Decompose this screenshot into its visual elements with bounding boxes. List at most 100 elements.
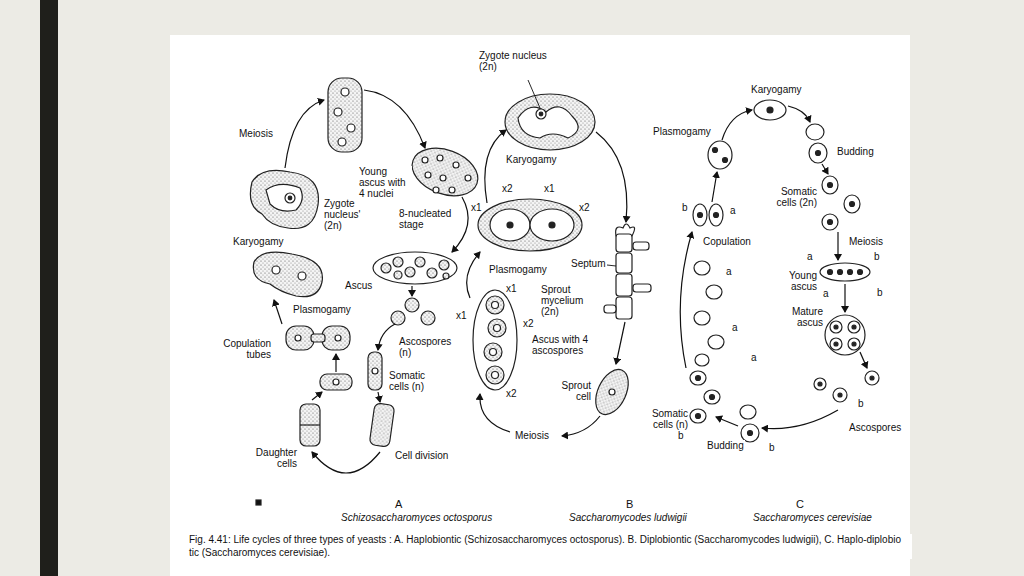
cycle-a-arrows-part [285, 100, 324, 168]
cycle-b-cells-part [490, 349, 497, 356]
cycle-c-cells-part [710, 395, 715, 400]
stage-label: Ascospores (n) [398, 336, 460, 358]
stage-label: b [857, 398, 865, 409]
stage-label: Septum [570, 258, 606, 269]
cycle-c-cells-part [690, 371, 706, 385]
stage-label: Karyogamy [505, 154, 558, 165]
cycle-b-cells [473, 94, 651, 420]
cycle-c-cells-part [714, 213, 719, 218]
cycle-a-arrows-part [312, 452, 380, 473]
cycle-a-cells-part [311, 334, 325, 342]
stage-label: Sprout mycelium (2n) [540, 284, 592, 318]
cycle-a-cells-part [405, 267, 415, 277]
cycle-b-cells-part [616, 234, 632, 252]
cycle-a-cells-part [372, 368, 378, 374]
cycle-c-arrows-part [716, 417, 738, 426]
stage-label: Daughter cells [236, 447, 298, 469]
stage-label: Somatic cells (n) [388, 370, 448, 392]
cycle-a-cells-part [427, 268, 437, 278]
cycle-c-cells-part [852, 342, 856, 346]
cycle-c-cells-part [816, 151, 821, 156]
cycle-a-cells-part [272, 266, 280, 274]
cycle-a-cells-part [440, 175, 446, 181]
stage-label: Young ascus with 4 nuclei [358, 166, 412, 200]
stage-label: Copulation [702, 236, 752, 247]
cycle-c-cells-part [848, 270, 853, 275]
cycle-c-cells-part [822, 214, 838, 230]
stage-label: Plasmogamy [652, 126, 712, 137]
stage-label: Zygote nucleus' (2n) [323, 198, 371, 232]
stage-label: a [806, 251, 814, 262]
stage-label: Somatic cells (2n) [770, 186, 818, 208]
cycle-b-cells-part [494, 325, 501, 332]
cycle-a-cells-part [300, 424, 320, 425]
stage-label: a [725, 266, 733, 277]
cycle-c-cells-part [820, 263, 870, 281]
cycle-b-cells-part [507, 222, 513, 228]
cycle-a-cells-part [300, 404, 320, 446]
cycle-a-cells-part [320, 374, 352, 390]
cycle-c-cells-part [833, 388, 847, 402]
cycle-a-arrows-part [378, 324, 395, 350]
cycle-c-cells-part [828, 220, 833, 225]
panel-letter: A [394, 498, 403, 510]
cycle-c-arrows-part [788, 106, 810, 122]
cycle-a-cells-part [250, 170, 318, 228]
cycle-c-cells-part [834, 342, 838, 346]
cycle-a-cells-part [393, 257, 403, 267]
cycle-a-cells-part [288, 196, 292, 200]
cycle-c-cells-part [828, 183, 833, 188]
cycle-c-cells-part [848, 321, 860, 333]
cycle-b-cells-part [616, 253, 632, 273]
cycle-b-cells-part [486, 296, 504, 314]
cycle-a-cells-part [295, 335, 301, 341]
cycle-c-cells-part [690, 409, 706, 423]
cycle-a-cells-part [443, 273, 449, 279]
cycle-c-cells-part [723, 158, 728, 163]
stage-label: Cell division [394, 450, 449, 461]
cycle-c-arrows-part [712, 172, 717, 202]
cycle-b-cells-part [604, 305, 616, 313]
cycle-a-cells-part [391, 311, 405, 325]
cycle-a-cells-part [347, 124, 355, 132]
cycle-b-arrows-part [480, 394, 510, 432]
cycle-c-arrows-part [837, 232, 838, 260]
cycle-b-cells-part [518, 107, 578, 138]
stage-label: Young ascus [778, 270, 818, 292]
cycle-c-arrows-part [722, 110, 752, 140]
cycle-b-arrows-part [562, 416, 600, 436]
cycle-c-cells-part [828, 270, 833, 275]
cycle-c-cells-part [748, 431, 753, 436]
cycle-b-cells-part [589, 364, 635, 419]
cycle-a-cells-part [253, 252, 322, 297]
cycle-c-arrows-part [822, 164, 828, 174]
cycle-b-cells-part [633, 242, 649, 250]
cycle-b-cells-part [530, 209, 574, 241]
cycle-c-cells-part [850, 202, 855, 207]
stage-label: Ascospores [848, 422, 902, 433]
stage-label: x2 [578, 202, 591, 213]
slide-bar [40, 0, 58, 576]
cycle-a-cells-part [333, 379, 339, 385]
stage-label: Sprout cell [546, 380, 592, 402]
cycle-c-cells-part [704, 390, 720, 404]
cycle-a-cells-part [256, 500, 261, 505]
species-name: Saccharomycodes ludwigii [568, 512, 688, 523]
stage-label: Budding [836, 146, 875, 157]
cycle-a-cells-part [334, 108, 342, 116]
cycle-a-arrows-part [411, 286, 412, 296]
cycle-c-cells-part [706, 285, 722, 299]
stage-label: Plasmogamy [292, 304, 352, 315]
cycle-c-cells-part [838, 393, 842, 397]
cycle-a-cells-part [415, 257, 425, 267]
cycle-c-cells-part [709, 204, 723, 226]
cycle-a-cells-part [328, 78, 362, 152]
cycle-c-cells-part [870, 376, 874, 380]
cycle-c-cells-part [809, 143, 827, 163]
cycle-a-cells-part [433, 187, 439, 193]
cycle-c-cells-part [838, 270, 843, 275]
cycle-b-cells-part [490, 209, 530, 241]
cycle-c-cells-part [698, 213, 703, 218]
cycle-a-cells-part [437, 155, 443, 161]
cycle-a-arrows-part [274, 300, 282, 324]
